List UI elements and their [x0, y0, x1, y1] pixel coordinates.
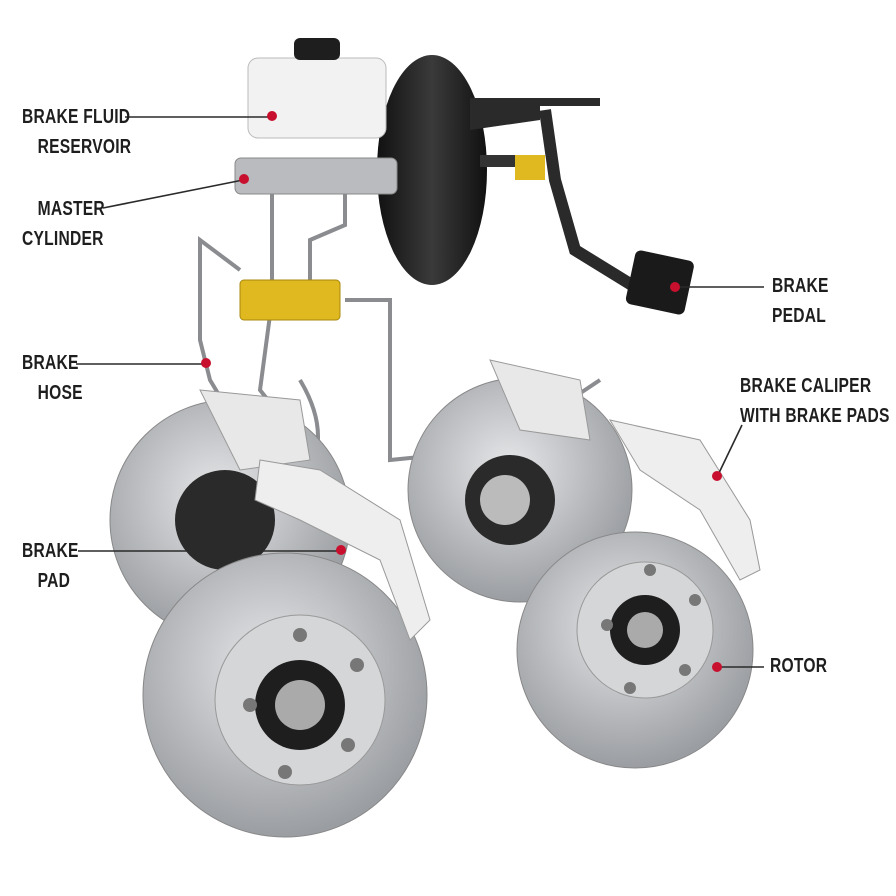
master-cylinder [234, 157, 398, 195]
rear-left-caliper [199, 389, 311, 471]
label-line: RESERVOIR [37, 136, 132, 158]
label-brake-hose: BRAKE HOSE [22, 348, 83, 408]
label-line: WITH BRAKE PADS [740, 405, 890, 427]
label-line: PAD [37, 570, 71, 592]
marker-dots [201, 111, 722, 672]
label-line: CYLINDER [22, 228, 104, 250]
fluid-reservoir [247, 57, 387, 139]
label-line: BRAKE [22, 352, 79, 374]
label-line: HOSE [37, 382, 83, 404]
front-right-rotor [516, 531, 754, 769]
label-line: BRAKE [772, 275, 829, 297]
leader-lines [76, 116, 764, 668]
label-rotor: ROTOR [770, 651, 827, 681]
label-brake-pedal: BRAKE PEDAL [772, 271, 829, 331]
front-left-rotor [142, 552, 428, 838]
brake-pedal-assembly [470, 98, 694, 315]
brake-booster [377, 55, 487, 285]
reservoir-cap [294, 38, 340, 60]
label-brake-pad: BRAKE PAD [22, 536, 79, 596]
front-right-caliper [608, 419, 761, 581]
rear-right-caliper [489, 359, 591, 441]
label-line: PEDAL [772, 305, 827, 327]
label-brake-caliper: BRAKE CALIPER WITH BRAKE PADS [740, 371, 890, 431]
label-line: BRAKE [22, 540, 79, 562]
label-line: BRAKE FLUID [22, 106, 131, 128]
label-brake-fluid-reservoir: BRAKE FLUID RESERVOIR [22, 102, 131, 162]
label-line: MASTER [37, 198, 105, 220]
proportioning-valve [239, 279, 341, 321]
label-line: ROTOR [770, 655, 828, 677]
front-left-caliper [254, 459, 431, 641]
label-master-cylinder: MASTER CYLINDER [22, 194, 105, 254]
label-line: BRAKE CALIPER [740, 375, 872, 397]
